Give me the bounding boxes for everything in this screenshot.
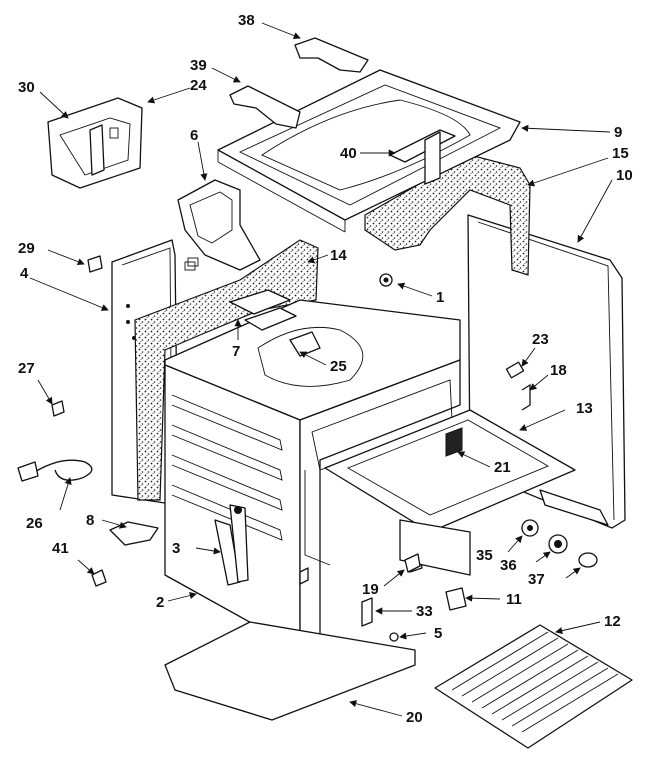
part-24-bracket	[89, 124, 105, 176]
callout-4: 4	[20, 265, 29, 282]
callout-35: 35	[476, 547, 493, 564]
knob-35	[521, 519, 539, 537]
callout-7: 7	[232, 343, 240, 360]
callout-18: 18	[550, 362, 567, 379]
igniter-3	[214, 504, 249, 586]
callout-labels: 38 39 24 30 6 9 40 15 10 29 14 4 1 7 23 …	[18, 12, 633, 726]
callout-13: 13	[576, 400, 593, 417]
callout-26: 26	[26, 515, 43, 532]
callout-6: 6	[190, 127, 198, 144]
callout-15: 15	[612, 145, 629, 162]
callout-33: 33	[416, 603, 433, 620]
small-clip-29	[87, 255, 103, 273]
oven-rack-12	[434, 624, 633, 749]
callout-14: 14	[330, 247, 347, 264]
callout-5: 5	[434, 625, 442, 642]
callout-1: 1	[436, 289, 444, 306]
callout-39: 39	[190, 57, 207, 74]
clip-41	[91, 569, 107, 587]
broiler-pan-insert-21	[445, 427, 463, 457]
callout-38: 38	[238, 12, 255, 29]
callout-29: 29	[18, 240, 35, 257]
callout-8: 8	[86, 512, 94, 529]
bracket-8	[109, 521, 159, 546]
bulb-37	[578, 552, 598, 568]
small-clip-27	[51, 400, 65, 417]
callout-36: 36	[500, 557, 517, 574]
callout-37: 37	[528, 571, 545, 588]
top-bracket-39	[229, 85, 301, 129]
callout-9: 9	[614, 124, 622, 141]
drawer-rail	[539, 489, 609, 526]
callout-25: 25	[330, 358, 347, 375]
callout-27: 27	[18, 360, 35, 377]
top-frame	[217, 69, 521, 233]
vent-duct-6	[177, 179, 261, 271]
callout-23: 23	[532, 331, 549, 348]
callout-11: 11	[506, 591, 522, 608]
callout-2: 2	[156, 594, 164, 611]
knob-36	[548, 534, 568, 554]
callout-3: 3	[172, 540, 180, 557]
grommet-1	[379, 273, 393, 287]
callout-10: 10	[616, 167, 633, 184]
part-23	[505, 361, 525, 379]
callout-41: 41	[52, 540, 69, 557]
clip-33	[361, 597, 373, 627]
callout-24: 24	[190, 77, 207, 94]
callout-12: 12	[604, 613, 621, 630]
clip-18	[521, 383, 531, 411]
bracket-19	[404, 553, 421, 573]
screw-5	[389, 632, 399, 642]
callout-40: 40	[340, 145, 357, 162]
rear-insulation	[364, 154, 531, 276]
valve-11	[445, 587, 467, 611]
callout-19: 19	[362, 581, 379, 598]
power-cord-26	[17, 459, 93, 482]
callout-21: 21	[494, 459, 511, 476]
top-bracket-38	[294, 37, 369, 73]
callout-30: 30	[18, 79, 35, 96]
bottom-panel-20	[164, 621, 416, 721]
vent-bracket-40	[389, 129, 456, 185]
callout-20: 20	[406, 709, 423, 726]
leader-lines	[29, 22, 613, 717]
